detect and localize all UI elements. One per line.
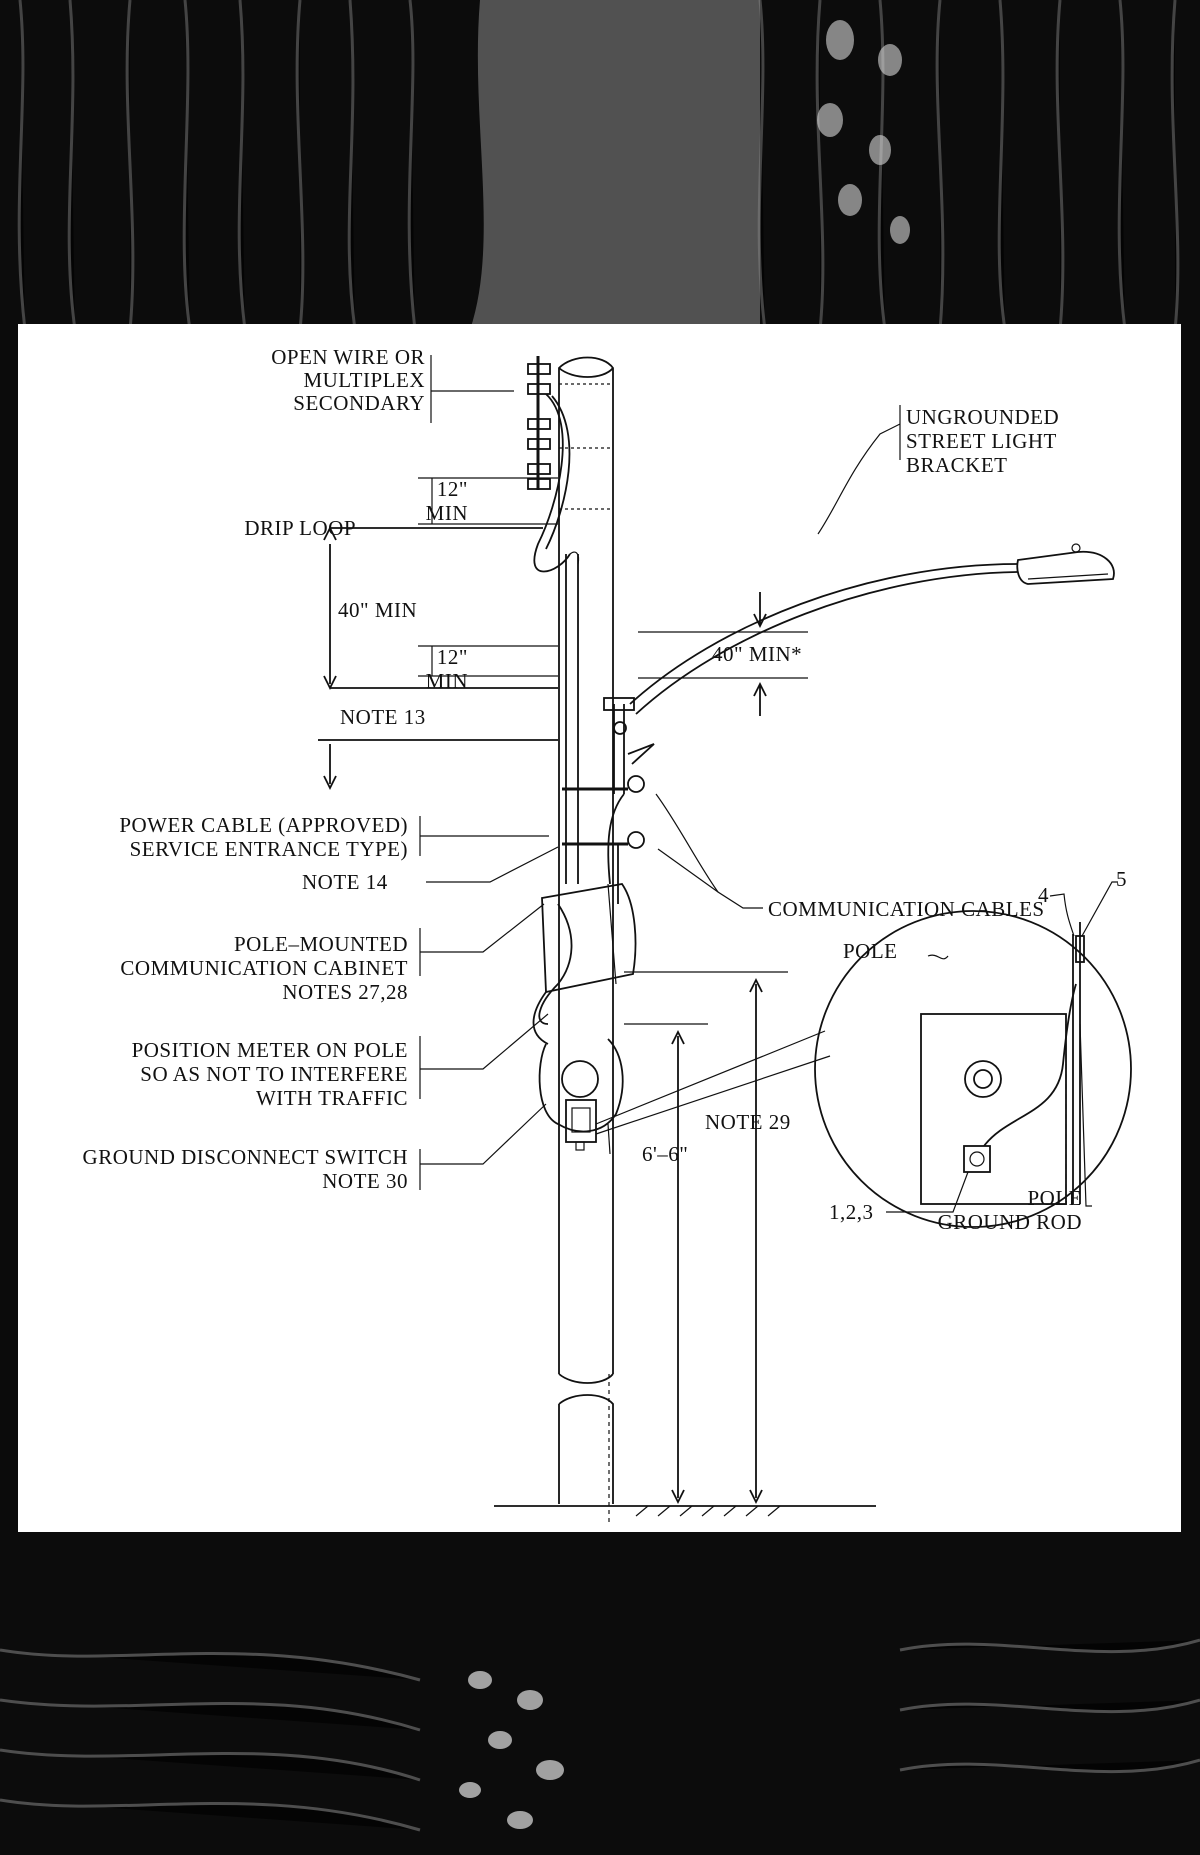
- forty-min-star-label: 40" MIN*: [712, 642, 802, 666]
- note13-label: NOTE 13: [340, 705, 426, 729]
- cabinet-label-2: COMMUNICATION CABINET: [120, 956, 408, 980]
- power-cable-label-1: POWER CABLE (APPROVED): [119, 813, 408, 837]
- street-light: [603, 543, 1115, 715]
- detail-callout-5: 5: [1116, 867, 1127, 891]
- secondary-rack: [527, 356, 613, 573]
- ground-switch-label-2: NOTE 30: [322, 1169, 408, 1193]
- twelve-min-mid-2: MIN: [426, 669, 468, 693]
- cabinet-label-3: NOTES 27,28: [282, 980, 408, 1004]
- label-leaders: [419, 355, 901, 1190]
- meter-label-3: WITH TRAFFIC: [256, 1086, 408, 1110]
- forty-min-label: 40" MIN: [338, 598, 417, 622]
- communication-attachments: [562, 704, 655, 904]
- meter-label-1: POSITION METER ON POLE: [132, 1038, 408, 1062]
- ground-switch-label-1: GROUND DISCONNECT SWITCH: [83, 1145, 408, 1169]
- drawing-sheet: OPEN WIRE OR MULTIPLEX SECONDARY UNGROUN…: [18, 324, 1181, 1532]
- communication-cabinet: [532, 883, 637, 1045]
- note29-label: NOTE 29: [705, 1110, 791, 1134]
- meter-assembly: [538, 1038, 624, 1155]
- dimensions-right: [624, 592, 808, 1505]
- twelve-min-mid-1: 12": [437, 645, 468, 669]
- background-texture-bottom: [0, 1530, 1200, 1855]
- six-six-label: 6'–6": [642, 1142, 688, 1166]
- street-light-label-1: UNGROUNDED: [906, 405, 1059, 429]
- open-wire-label-1: OPEN WIRE OR: [271, 345, 425, 369]
- communication-cables-label: COMMUNICATION CABLES: [768, 897, 1045, 921]
- note14-label: NOTE 14: [302, 870, 388, 894]
- utility-pole: [494, 356, 876, 1524]
- cabinet-label-1: POLE–MOUNTED: [234, 932, 408, 956]
- detail-callout-123: 1,2,3: [829, 1200, 874, 1224]
- street-light-label-2: STREET LIGHT: [906, 429, 1057, 453]
- twelve-min-top-1: 12": [437, 477, 468, 501]
- power-cable-label-2: SERVICE ENTRANCE TYPE): [130, 837, 408, 861]
- open-wire-label-2: MULTIPLEX: [303, 368, 425, 392]
- labels: OPEN WIRE OR MULTIPLEX SECONDARY UNGROUN…: [83, 345, 1127, 1234]
- pole-ground-rod-label-1: POLE: [1028, 1186, 1083, 1210]
- meter-label-2: SO AS NOT TO INTERFERE: [140, 1062, 408, 1086]
- ground-rod-detail: [595, 881, 1132, 1228]
- twelve-min-top-2: MIN: [426, 501, 468, 525]
- pole-installation-diagram: OPEN WIRE OR MULTIPLEX SECONDARY UNGROUN…: [83, 345, 1132, 1524]
- background-texture-top: [0, 0, 1200, 330]
- open-wire-label-3: SECONDARY: [293, 391, 425, 415]
- pole-ground-rod-label-2: GROUND ROD: [938, 1210, 1082, 1234]
- drip-loop-label: DRIP LOOP: [244, 516, 356, 540]
- dimensions-left: [318, 477, 558, 791]
- service-cable: [565, 551, 580, 884]
- detail-pole-label: POLE: [843, 939, 898, 963]
- detail-callout-4: 4: [1038, 883, 1049, 907]
- street-light-label-3: BRACKET: [906, 453, 1008, 477]
